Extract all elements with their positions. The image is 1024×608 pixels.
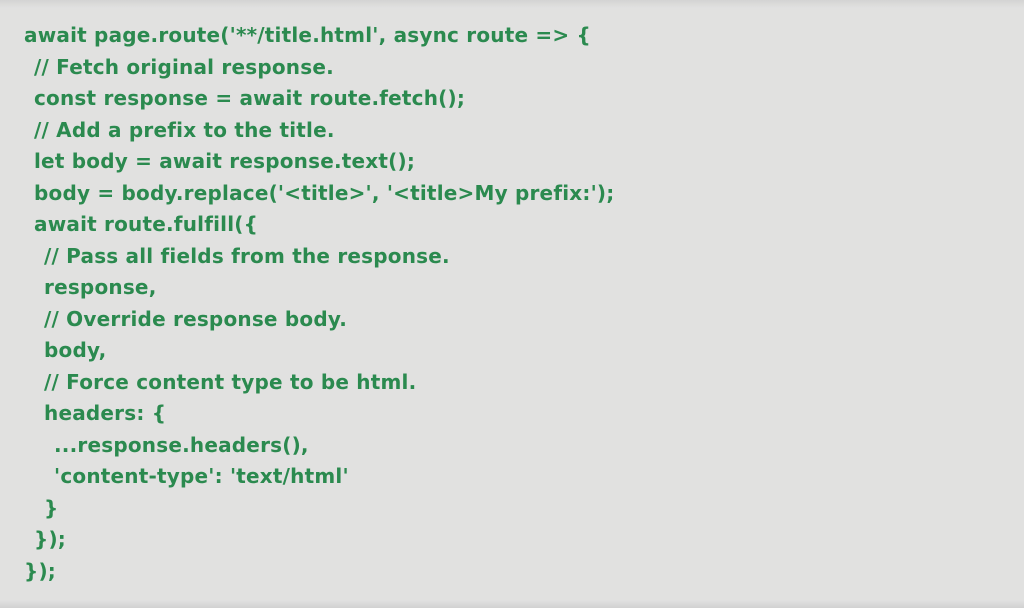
code-block: await page.route('**/title.html', async … — [24, 20, 1014, 587]
code-line: // Override response body. — [44, 306, 348, 331]
code-line: // Pass all fields from the response. — [44, 243, 450, 268]
code-line: // Fetch original response. — [34, 54, 334, 79]
code-line: // Force content type to be html. — [44, 369, 417, 394]
code-line: await page.route('**/title.html', async … — [24, 23, 591, 47]
code-line: body, — [44, 338, 107, 362]
code-line: }); — [34, 527, 66, 551]
code-line: response, — [44, 275, 157, 299]
code-line: await route.fulfill({ — [34, 212, 259, 236]
code-line: }); — [24, 558, 56, 583]
code-line: // Add a prefix to the title. — [34, 117, 335, 142]
code-line: const response = await route.fetch(); — [34, 86, 466, 110]
code-line: ...response.headers(), — [54, 432, 309, 457]
code-line: } — [44, 495, 59, 520]
code-line: headers: { — [44, 401, 167, 425]
code-line: let body = await response.text(); — [34, 149, 416, 173]
code-line: 'content-type': 'text/html' — [54, 464, 349, 488]
code-line: body = body.replace('<title>', '<title>M… — [34, 180, 615, 205]
